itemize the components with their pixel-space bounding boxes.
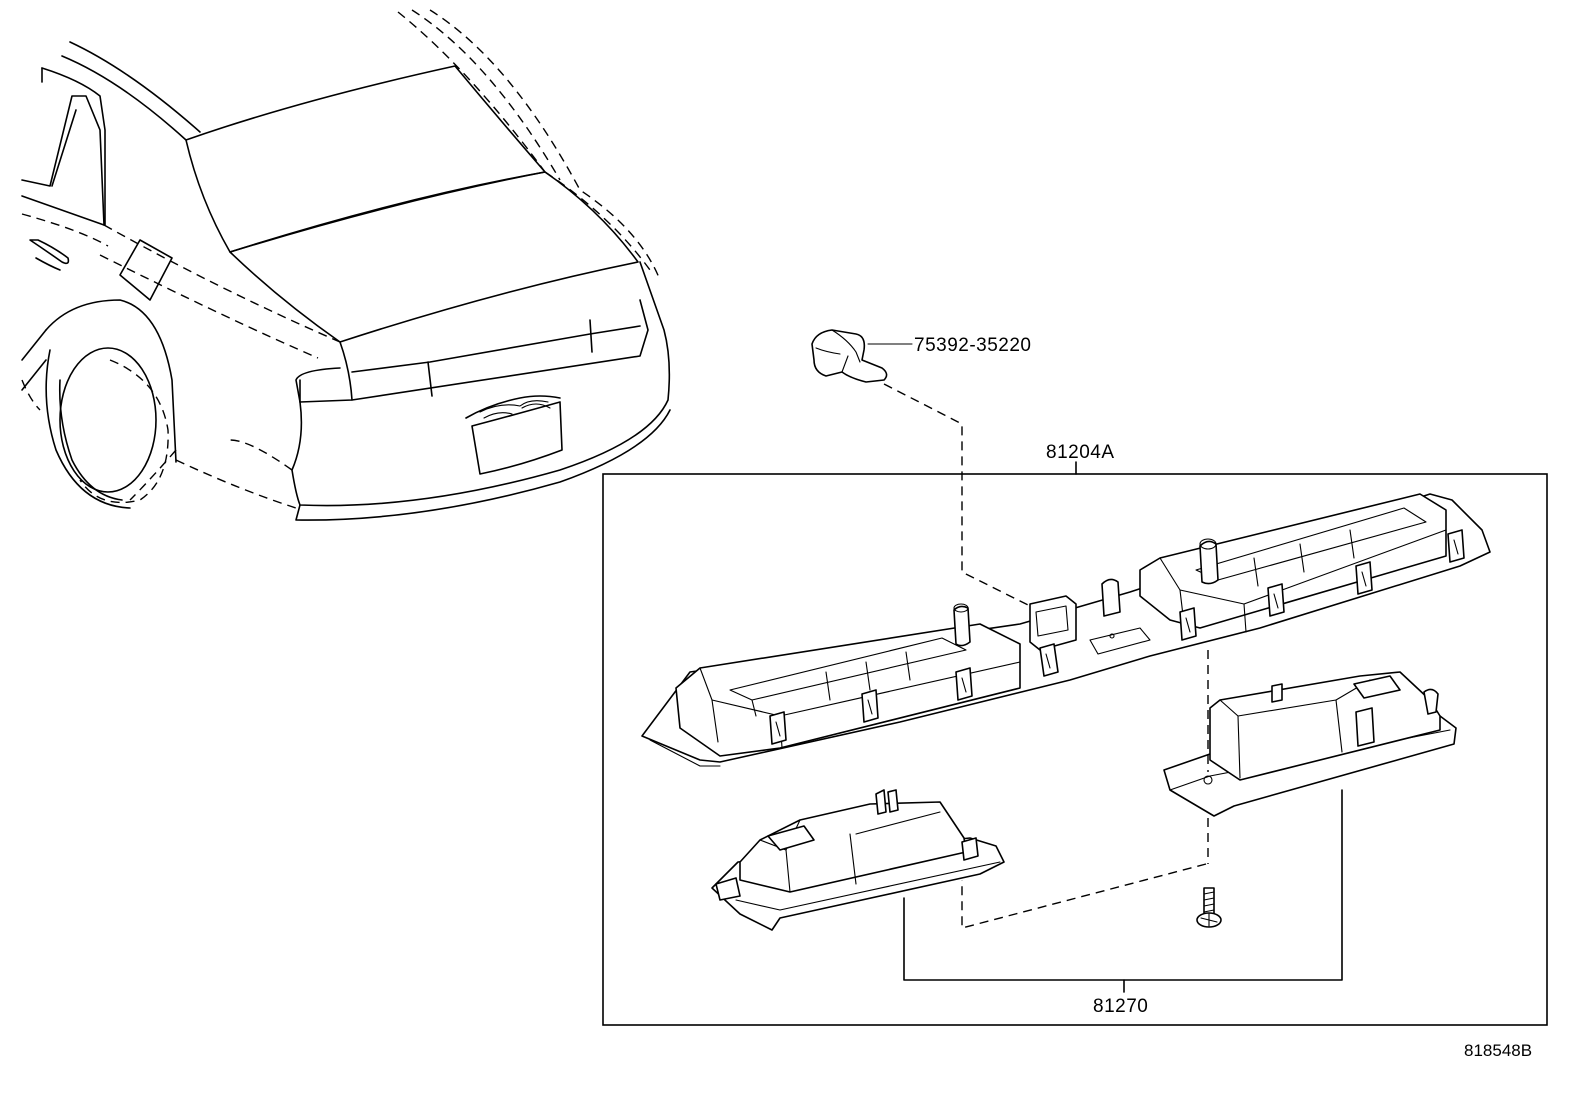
label-part-81204A: 81204A: [1046, 442, 1115, 463]
sensor-cover-part: [811, 329, 913, 383]
license-lamp-right: [1163, 671, 1457, 817]
label-part-75392: 75392-35220: [914, 335, 1032, 356]
screw-to-left-lamp: [961, 863, 1207, 929]
diagram-reference-code: 818548B: [1464, 1041, 1532, 1060]
lamp-callout-bracket: [903, 789, 1343, 981]
sensor-cover-leader: [883, 383, 1031, 607]
license-lamp-left: [711, 789, 1005, 931]
car-rear-illustration: [21, 9, 671, 521]
lamp-housing-bracket: [641, 493, 1491, 767]
mounting-screw: [1196, 887, 1222, 928]
label-part-81270: 81270: [1093, 996, 1148, 1017]
assembly-bracket-frame: [602, 473, 1548, 1026]
